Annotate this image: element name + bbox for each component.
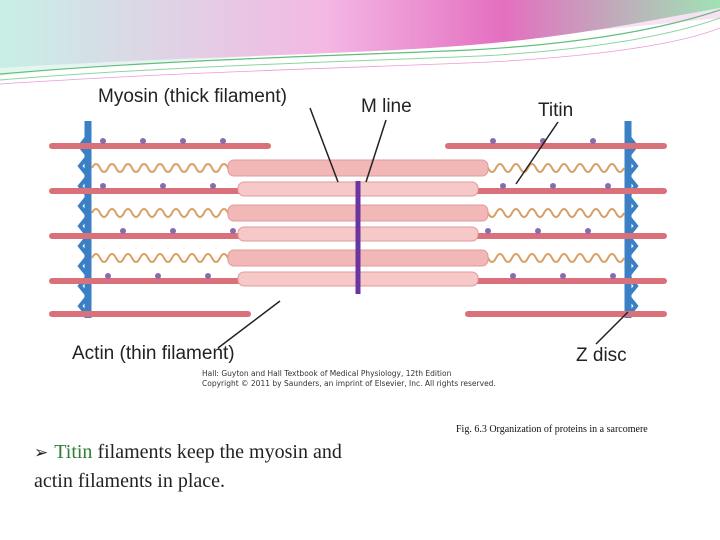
label-myosin: Myosin (thick filament) bbox=[98, 86, 287, 107]
label-m-line: M line bbox=[361, 96, 412, 117]
label-titin: Titin bbox=[538, 100, 574, 121]
z-disc-right bbox=[624, 121, 639, 318]
bullet-point: ➢Titin filaments keep the myosin and act… bbox=[34, 438, 454, 495]
sarcomere-diagram: Myosin (thick filament) M line Titin Act… bbox=[48, 86, 670, 396]
figure-caption: Fig. 6.3 Organization of proteins in a s… bbox=[456, 424, 648, 435]
decorative-swoosh-header bbox=[0, 0, 720, 85]
label-actin: Actin (thin filament) bbox=[72, 343, 235, 364]
actin-filaments-left bbox=[49, 143, 271, 317]
arrow-bullet-icon: ➢ bbox=[34, 443, 49, 463]
figure-credit-line-2: Copyright © 2011 by Saunders, an imprint… bbox=[202, 379, 496, 388]
z-disc-left bbox=[77, 121, 92, 318]
figure-credit-line-1: Hall: Guyton and Hall Textbook of Medica… bbox=[202, 369, 452, 378]
label-z-disc: Z disc bbox=[576, 345, 627, 366]
label-pointers bbox=[217, 107, 629, 349]
titin-springs bbox=[91, 163, 625, 263]
bullet-keyword: Titin bbox=[54, 441, 93, 463]
actin-filaments-right bbox=[445, 143, 667, 317]
sarcomere-illustration bbox=[49, 107, 667, 349]
bullet-text-line-1: filaments keep the myosin and bbox=[92, 441, 342, 463]
bullet-text-line-2: actin filaments in place. bbox=[34, 470, 226, 492]
